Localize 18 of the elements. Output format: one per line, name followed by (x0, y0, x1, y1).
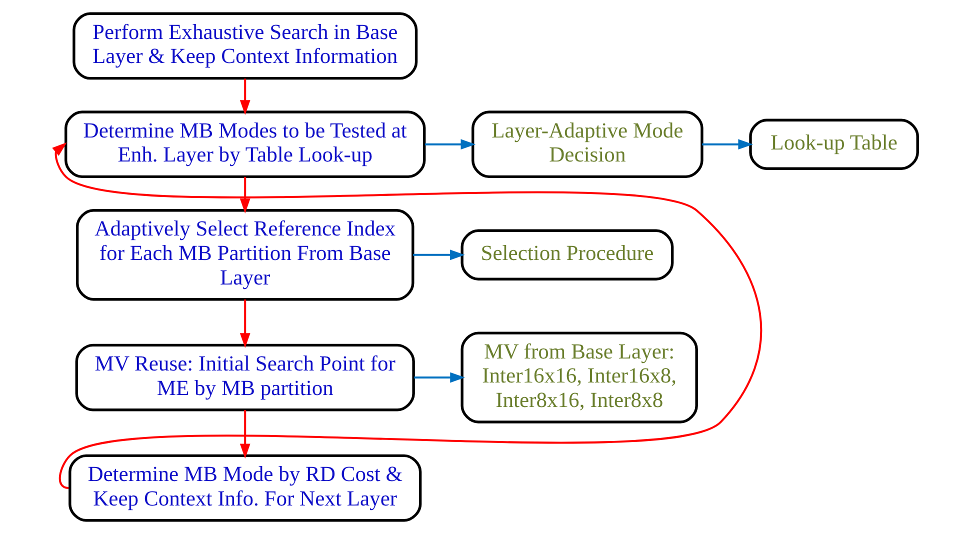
node-box: Determine MB Mode by RD Cost & Keep Context Info. For Next Layer (68, 454, 422, 522)
arrow (52, 142, 762, 489)
node-box: Look-up Table (748, 118, 918, 170)
arrow (239, 410, 250, 459)
arrow (424, 139, 476, 150)
node-box: Adaptively Select Reference Index for Each MB Partition From Base Layer (75, 209, 414, 301)
arrow (239, 78, 250, 115)
node-box: MV Reuse: Initial Search Point for ME by MB partition (74, 344, 414, 412)
node-box: Perform Exhaustive Search in Base Layer & Keep Context Information (72, 12, 418, 80)
node-box: Determine MB Modes to be Tested at Enh. Layer by Table Look-up (64, 110, 426, 178)
arrow (239, 176, 250, 214)
arrow (239, 300, 250, 348)
node-box: MV from Base Layer: Inter16x16, Inter16x8, Inter8x16, Inter8x8 (460, 332, 698, 424)
node-box: Layer-Adaptive Mode Decision (471, 110, 703, 178)
arrow (412, 250, 464, 260)
node-box: Selection Procedure (460, 229, 674, 280)
arrow (702, 139, 753, 150)
arrow (414, 372, 464, 383)
